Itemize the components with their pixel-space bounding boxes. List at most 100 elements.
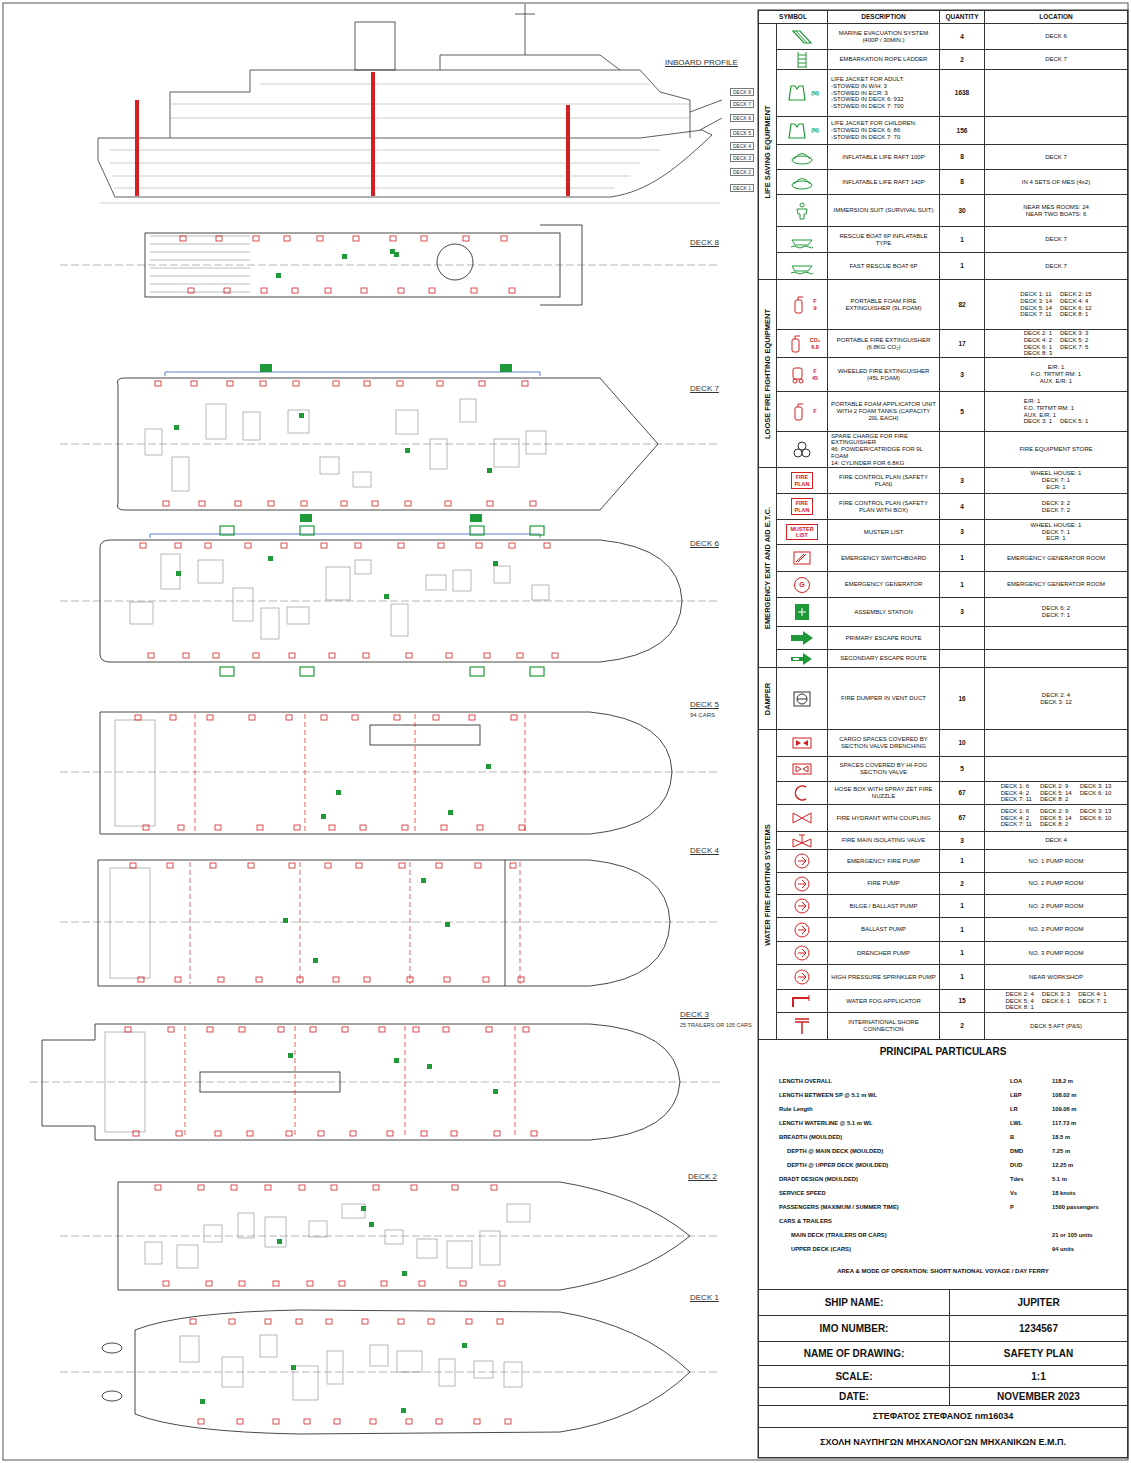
symbol-cell: (N) <box>777 117 828 145</box>
valve-symbol <box>790 832 814 850</box>
description-cell: WATER FOG APPLICATOR <box>828 990 940 1013</box>
quantity-cell: 156 <box>940 117 985 145</box>
hose-box-symbol <box>325 288 331 293</box>
hose-box-symbol <box>297 977 303 982</box>
category-band: EMERGENCY EXIT AND AID E.T.C. <box>758 468 777 668</box>
hose-box-symbol <box>419 1281 425 1286</box>
particular-name-box: UPPER DECK (CARS) <box>791 1246 851 1252</box>
location-cell: E/R: 1F.O. TRTMT RM: 1AUX. E/R: 1 <box>985 358 1128 392</box>
location-text: E/R: 1 <box>1031 364 1081 371</box>
description-text: PORTABLE FOAM FIRE EXTINGUISHER (9L FOAM… <box>831 298 936 311</box>
fire-hydrant-symbol <box>486 1027 492 1032</box>
description-cell: INFLATABLE LIFE RAFT 100P <box>828 145 940 170</box>
location-text: DECK 7: 1 <box>1031 477 1082 484</box>
location-text: DECK 7: 2 <box>1042 507 1070 514</box>
symbol-cell: FIREPLAN <box>777 494 828 520</box>
fire-hydrant-symbol <box>364 381 370 386</box>
fire-hydrant-symbol <box>353 236 359 241</box>
description-text: -STOWED IN W/H: 3 <box>831 83 887 90</box>
particular-value: 108.02 m <box>1052 1092 1077 1098</box>
deck-label: INBOARD PROFILE <box>665 58 738 67</box>
quantity-value: 67 <box>958 789 965 796</box>
hose-box-symbol <box>370 1419 376 1424</box>
hose-box-symbol <box>289 653 295 658</box>
deck8-helideck <box>437 244 473 280</box>
description-text: EMERGENCY GENERATOR <box>845 581 923 588</box>
stair-casing <box>105 1032 145 1132</box>
boat-symbol-part <box>792 240 812 245</box>
location-text: NEAR TWO BOATS: 6 <box>1023 211 1089 218</box>
fire-hydrant-symbol <box>510 863 516 868</box>
room-outline <box>480 1231 500 1265</box>
location-text: EMERGENCY GENERATOR ROOM <box>1007 581 1105 588</box>
location-text: DECK 4: 2 <box>1001 815 1032 822</box>
centre-lines <box>30 265 720 1372</box>
fire-hydrant-symbol <box>180 236 186 241</box>
description-cell: MARINE EVACUATION SYSTEM (400P / 30MIN.) <box>828 24 940 50</box>
escape-sign-symbol <box>200 1399 205 1404</box>
room-outline <box>288 410 309 433</box>
symbol-cell: CO₂6.8 <box>777 330 828 358</box>
hose-box-symbol <box>360 825 366 830</box>
fire-hydrant-symbol <box>216 236 222 241</box>
arrow1-symbol <box>790 629 814 647</box>
fire-hydrant-symbol <box>239 1027 245 1032</box>
location-text: DECK 2: 9 <box>1040 783 1072 790</box>
hose-box-symbol <box>235 501 241 506</box>
fire-hydrant-symbol <box>362 1319 368 1324</box>
room-outline <box>309 1221 327 1237</box>
hose-box-symbol <box>460 1281 466 1286</box>
particular-symbol-box: LBP <box>1010 1092 1022 1098</box>
location-list: DECK 6 <box>1045 33 1067 40</box>
deck-label: DECK 6 <box>690 539 719 548</box>
particular-symbol-box: B <box>1010 1134 1014 1140</box>
assembly-symbol-part <box>795 604 809 620</box>
deck-label: 25 TRAILERS OR 105 CARS <box>680 1022 752 1028</box>
hydrant-symbol-part <box>793 813 811 823</box>
escape-sign-symbol <box>493 1089 498 1094</box>
particular-value-box: 5.1 m <box>1052 1176 1067 1182</box>
pump-symbol-part <box>798 902 806 910</box>
room-outline <box>261 608 279 639</box>
title-block-cell: SCALE: <box>758 1366 950 1388</box>
location-text: DECK 6: 1 <box>1024 344 1052 351</box>
hose-box-symbol <box>307 1281 313 1286</box>
location-text: WHEEL HOUSE: 1 <box>1031 522 1082 529</box>
particular-name: BREADTH (MOULDED) <box>779 1134 842 1140</box>
particular-name: LENGTH OVERALL <box>779 1078 832 1084</box>
symbol-cell <box>777 145 828 170</box>
fire-hydrant-symbol <box>167 863 173 868</box>
quantity-cell <box>940 432 985 468</box>
quantity-value: 8 <box>960 153 964 160</box>
symbol-cell <box>777 195 828 227</box>
location-text: EMERGENCY GENERATOR ROOM <box>1007 555 1105 562</box>
fire-hydrant-symbol <box>497 1319 503 1324</box>
deck3-casing <box>200 1072 340 1092</box>
ext-symbol-part <box>792 339 799 352</box>
table-header-cell: QUANTITY <box>940 10 985 24</box>
fire-zone-dimension <box>165 372 540 376</box>
location-text: DECK 2: 4 <box>1005 991 1033 998</box>
pump-symbol-part <box>798 973 806 981</box>
description-cell: FIRE PUMP <box>828 873 940 895</box>
escape-sign-symbol <box>448 810 453 815</box>
particular-name: MAIN DECK (TRAILERS OR CARS) <box>791 1232 887 1238</box>
location-cell: DECK 1: 11DECK 2: 15DECK 3: 14DECK 4: 4D… <box>985 280 1128 330</box>
quantity-cell: 3 <box>940 358 985 392</box>
pump-symbol <box>790 968 814 986</box>
quantity-value: 1 <box>960 857 964 864</box>
title-block-label: SHIP NAME: <box>825 1297 884 1308</box>
hose-box-symbol <box>257 825 263 830</box>
switch-symbol-part <box>794 552 810 564</box>
deck1-outline <box>135 1310 690 1434</box>
particular-name-box: DRADT DESIGN (MOULDED) <box>779 1176 858 1182</box>
fire-hydrant-symbol <box>260 381 266 386</box>
particular-name: LENGTH WATERLINE @ 5.1 m WL <box>779 1120 872 1126</box>
symbol-cell <box>777 965 828 990</box>
fire-hydrant-symbol <box>229 1319 235 1324</box>
symbol-cell <box>777 918 828 942</box>
symbol-text: CO₂ <box>810 337 821 343</box>
hydrant-symbol <box>790 809 814 827</box>
title-block-cell: SAFETY PLAN <box>950 1342 1128 1366</box>
table-header-cell: SYMBOL <box>758 10 828 24</box>
